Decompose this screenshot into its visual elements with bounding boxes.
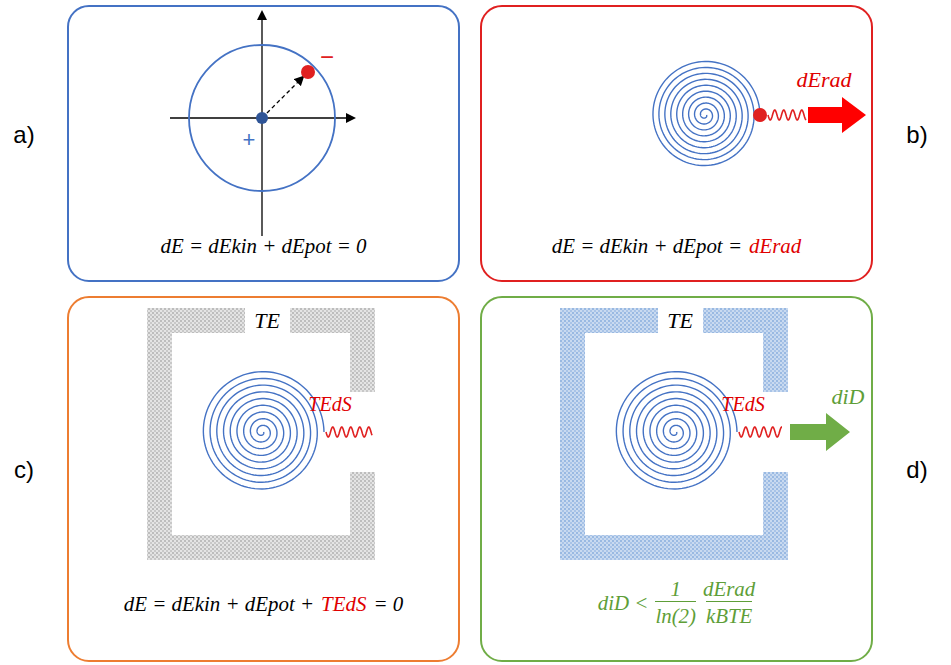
panel-box: dE = dEkin + dEpot + TEdS = 0 [67,296,460,662]
fraction-numerator: dErad [703,577,755,601]
environment-frame [560,308,788,560]
bohr-atom [170,12,354,236]
radiation-wave [768,110,806,120]
panel-letter: c) [14,456,34,484]
environment-frame [147,308,375,560]
panel-box: diD <1ln(2)dEradkBTE [480,296,873,662]
spiral-orbit [203,372,324,489]
fraction: dEradkBTE [703,577,755,628]
radiating-electron [653,61,866,165]
equation-text: TEdS [321,592,366,616]
charge-sign: − [320,43,334,71]
equation: dE = dEkin + dEpot = dErad [482,234,871,258]
panel-box: dE = dEkin + dEpot = dErad [480,5,873,282]
electron [753,108,767,122]
radiated-energy-label: dErad [797,67,852,92]
fraction: 1ln(2) [655,577,696,628]
equation-text: dE = dEkin + dEpot = 0 [161,234,367,258]
electron [301,65,315,79]
equation-text: dE = dEkin + dEpot = [552,234,742,258]
equation-text: = 0 [373,592,403,616]
equation: dE = dEkin + dEpot + TEdS = 0 [69,592,458,616]
panel-letter: a) [13,121,34,149]
temperature-label: TE [254,308,280,333]
nucleus [256,112,268,124]
panel-letter: b) [906,121,927,149]
orbit [189,45,335,191]
fraction-denominator: ln(2) [655,601,696,628]
equation-text: dErad [749,234,801,258]
fraction-denominator: kBTE [706,601,752,628]
heat-label: TEdS [721,393,764,416]
heat-label: TEdS [308,393,351,416]
equation-text: diD < [598,591,649,615]
equation-text: dE = dEkin + dEpot + [124,592,314,616]
charge-sign: + [243,127,256,152]
radius-vector [262,77,303,118]
fraction-numerator: 1 [670,577,680,601]
radiation-wave [326,427,372,437]
information-label: diD [832,384,865,409]
spiral-orbit [653,61,760,165]
equation: dE = dEkin + dEpot = 0 [69,234,458,258]
panel-box: dE = dEkin + dEpot = 0 [67,5,460,282]
information-arrow [790,413,850,451]
radiation-wave [739,427,782,437]
radiation-arrow [808,97,866,133]
spiral-orbit [616,372,737,489]
equation: diD <1ln(2)dEradkBTE [482,577,871,628]
panel-letter: d) [906,456,927,484]
temperature-label: TE [667,308,693,333]
